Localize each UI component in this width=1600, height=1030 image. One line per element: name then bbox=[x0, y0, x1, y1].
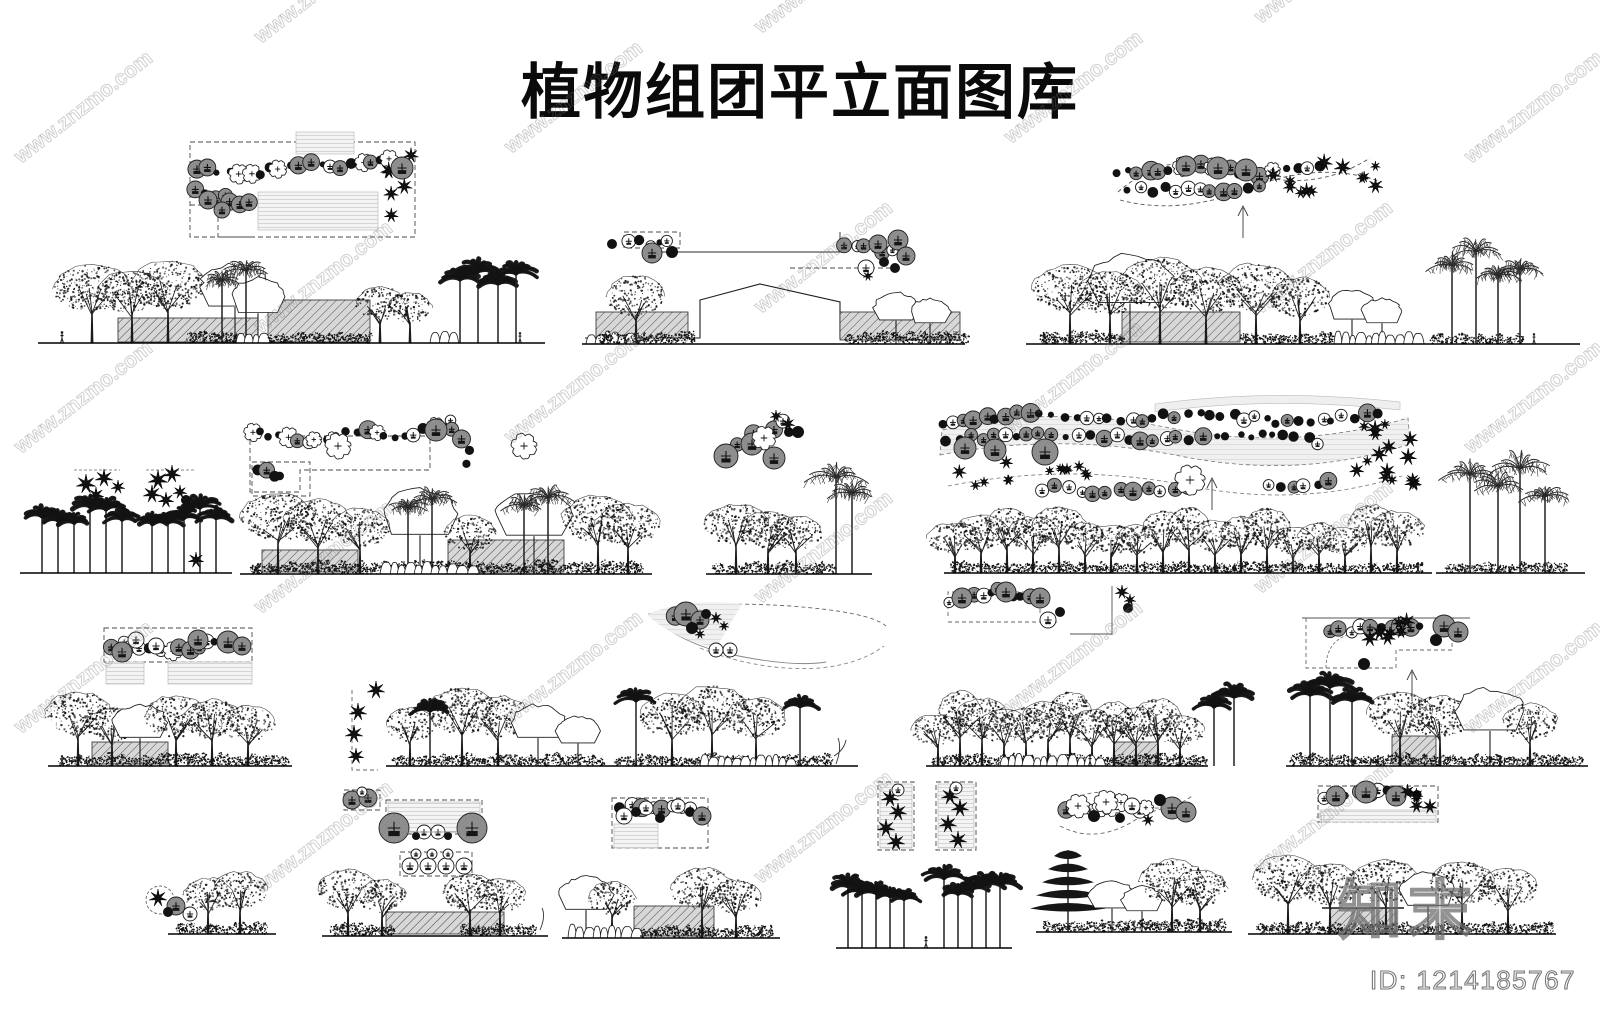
elevation-pine-skyline bbox=[1030, 850, 1232, 933]
watermark-text: www.znzmo.com bbox=[250, 776, 397, 899]
plan-large-organic-park bbox=[939, 395, 1422, 510]
elevation-coconut-pair bbox=[832, 866, 1020, 948]
elevation-royal-palm-row bbox=[20, 495, 232, 573]
watermark-text: www.znzmo.com bbox=[1000, 316, 1147, 439]
watermark-text: www.znzmo.com bbox=[1250, 196, 1397, 319]
elevation-layered-shrub bbox=[345, 681, 606, 770]
drawing-id-label: ID: 1214185767 bbox=[1370, 965, 1576, 996]
plan-small-node bbox=[146, 886, 197, 921]
elevation-hedge-wall bbox=[582, 275, 970, 344]
watermark-text: www.znzmo.com bbox=[10, 616, 157, 739]
generated-linework bbox=[20, 132, 1588, 948]
elevation-palm-and-canopy bbox=[1193, 673, 1588, 767]
elevation-plaza-frame bbox=[318, 869, 548, 937]
watermark-text: www.znzmo.com bbox=[250, 496, 397, 619]
plan-rect-grove bbox=[1318, 781, 1438, 822]
watermark-text: www.znzmo.com bbox=[1460, 616, 1600, 739]
plan-bench-node bbox=[343, 787, 380, 810]
watermark-text: www.znzmo.com bbox=[250, 0, 397, 49]
watermark-text: www.znzmo.com bbox=[750, 196, 897, 319]
watermark-text: www.znzmo.com bbox=[500, 606, 647, 729]
plan-wave-band bbox=[1058, 790, 1196, 834]
plan-l-shaped-corner bbox=[1302, 613, 1470, 700]
elevation-tall-palm-edge bbox=[1436, 450, 1585, 573]
elevation-tropical-cluster bbox=[704, 462, 873, 574]
watermark-text: www.znzmo.com bbox=[1460, 336, 1600, 459]
elevation-roadside-screen bbox=[45, 692, 292, 767]
elevation-dense-canopy bbox=[911, 690, 1208, 767]
elevation-avenue-tree bbox=[239, 485, 660, 575]
watermark-text: www.znzmo.com bbox=[750, 766, 897, 889]
page-title: 植物组团平立面图库 bbox=[0, 44, 1600, 131]
watermark-text: www.znzmo.com bbox=[750, 0, 897, 39]
elevation-fan-palm bbox=[606, 685, 858, 766]
watermark-text: www.znzmo.com bbox=[10, 336, 157, 459]
plan-curved-lawn-edge bbox=[648, 602, 886, 669]
brand-logo: 知末 bbox=[1338, 860, 1478, 952]
plan-strip-border bbox=[103, 628, 252, 684]
plan-twin-column-palm bbox=[877, 782, 976, 850]
watermark-text: www.znzmo.com bbox=[250, 216, 397, 339]
plan-palm-star-left bbox=[74, 465, 196, 513]
watermark-text: www.znzmo.com bbox=[500, 326, 647, 449]
plan-cluster-corner bbox=[714, 410, 804, 469]
plan-row-planting bbox=[612, 798, 711, 848]
elevation-entry-feature bbox=[559, 867, 780, 938]
plan-linear-street bbox=[607, 230, 915, 281]
plan-symmetric-axis bbox=[379, 800, 487, 876]
plan-courtyard-planting bbox=[187, 132, 419, 237]
plan-sinuous-band bbox=[1113, 154, 1383, 238]
watermark-text: www.znzmo.com bbox=[1250, 476, 1397, 599]
plan-arch-cluster bbox=[944, 582, 1136, 634]
elevation-pathway-tree bbox=[168, 871, 276, 934]
watermark-text: www.znzmo.com bbox=[1000, 596, 1147, 719]
elevation-mixed-forest bbox=[1026, 238, 1580, 345]
elevation-broadleaf-grove bbox=[38, 259, 545, 344]
plan-entry-plaza bbox=[244, 415, 537, 496]
watermark-text: www.znzmo.com bbox=[1250, 0, 1397, 29]
watermark-text: www.znzmo.com bbox=[750, 486, 897, 609]
elevation-park-panorama bbox=[926, 504, 1432, 574]
